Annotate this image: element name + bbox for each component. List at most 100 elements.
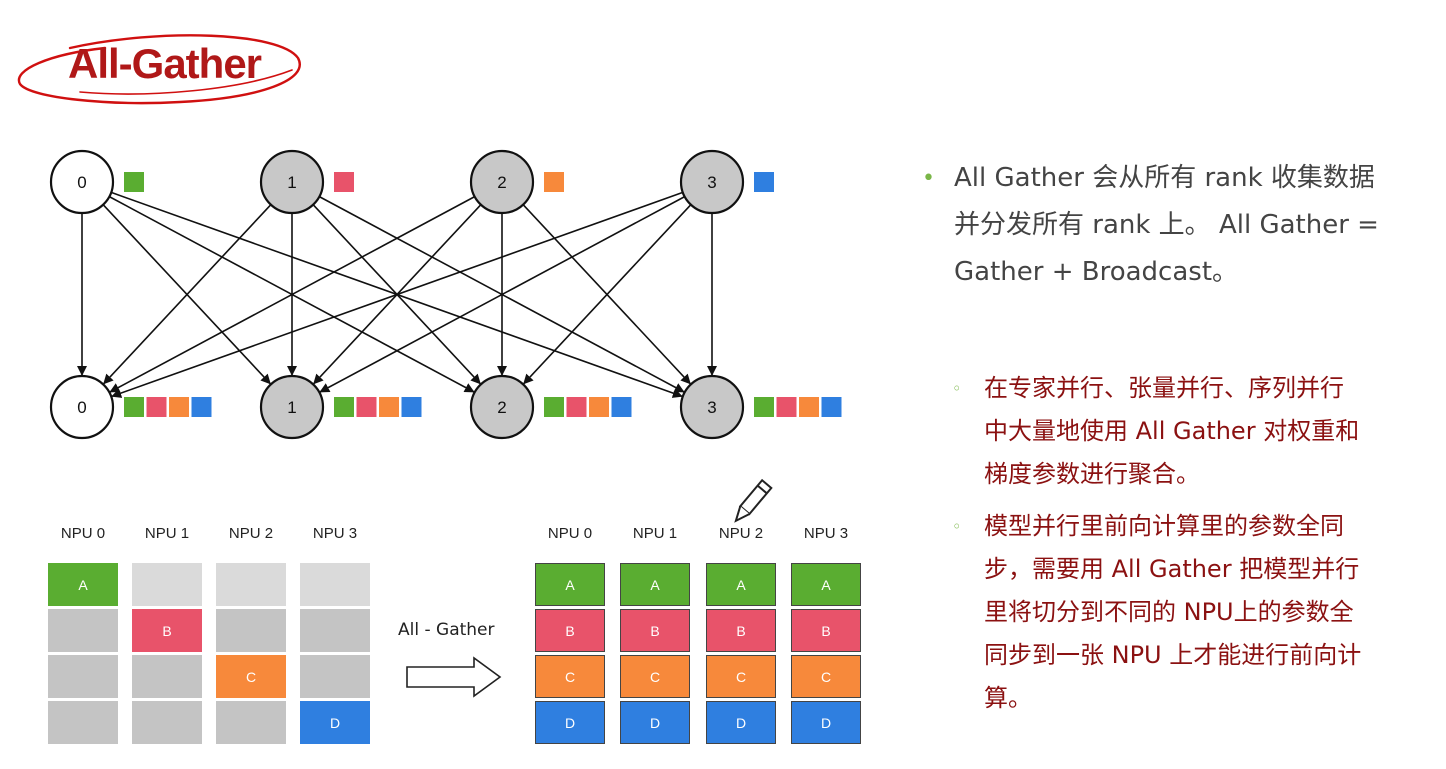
npu-cell: C <box>216 655 286 698</box>
npu-cell: A <box>535 563 605 606</box>
data-chunk-red <box>334 172 354 192</box>
npu-cell: B <box>791 609 861 652</box>
npu-cell: A <box>620 563 690 606</box>
npu-cell: D <box>791 701 861 744</box>
npu-header: NPU 3 <box>803 525 849 542</box>
sub-bullet-2: ◦ 模型并行里前向计算里的参数全同 步，需要用 All Gather 把模型并行… <box>952 505 1422 720</box>
top-node-1 <box>259 149 325 215</box>
sub-bullet-line: 同步到一张 NPU 上才能进行前向计 <box>984 641 1362 669</box>
npu-cell <box>300 563 370 606</box>
npu-cell: A <box>706 563 776 606</box>
sub-bullet-marker: ◦ <box>952 517 962 536</box>
main-bullet-line: All Gather 会从所有 rank 收集数据 <box>954 163 1375 193</box>
graph-edge <box>109 195 476 393</box>
main-bullet-line: Gather + Broadcast。 <box>954 257 1239 287</box>
graph-edge <box>523 204 692 385</box>
npu-cell: D <box>620 701 690 744</box>
top-node-0 <box>49 149 115 215</box>
top-node-label: 1 <box>287 173 296 192</box>
data-chunk-green <box>754 397 774 417</box>
pen-cursor-icon <box>734 478 773 523</box>
bottom-node-1 <box>259 374 325 440</box>
npu-cell: B <box>132 609 202 652</box>
bottom-node-3 <box>679 374 745 440</box>
npu-cell: D <box>706 701 776 744</box>
top-node-2 <box>469 149 535 215</box>
title-circle-annotation <box>17 34 301 105</box>
npu-cell <box>48 609 118 652</box>
data-chunk-blue <box>611 397 632 417</box>
npu-header: NPU 2 <box>718 525 764 542</box>
npu-header: NPU 1 <box>632 525 678 542</box>
top-node-label: 0 <box>77 173 86 192</box>
data-chunk-blue <box>191 397 212 417</box>
npu-cell <box>300 609 370 652</box>
top-node-3 <box>679 149 745 215</box>
main-bullet: All Gather 会从所有 rank 收集数据 并分发所有 rank 上。 … <box>920 155 1440 296</box>
sub-bullet-marker: ◦ <box>952 379 962 398</box>
data-chunk-red <box>566 397 587 417</box>
top-node-label: 2 <box>497 173 506 192</box>
npu-header: NPU 2 <box>228 525 274 542</box>
npu-cell: B <box>706 609 776 652</box>
npu-cell: B <box>620 609 690 652</box>
npu-cell <box>216 563 286 606</box>
sub-bullet-line: 算。 <box>984 684 1032 712</box>
npu-cell <box>132 701 202 744</box>
sub-bullet-line: 中大量地使用 All Gather 对权重和 <box>984 417 1360 445</box>
sub-bullet-1: ◦ 在专家并行、张量并行、序列并行 中大量地使用 All Gather 对权重和… <box>952 367 1422 496</box>
npu-cell <box>48 655 118 698</box>
npu-header: NPU 0 <box>60 525 106 542</box>
bottom-node-label: 2 <box>497 398 506 417</box>
data-chunk-blue <box>821 397 842 417</box>
sub-bullet-line: 步，需要用 All Gather 把模型并行 <box>984 555 1360 583</box>
graph-edges <box>77 191 717 398</box>
data-chunk-green <box>544 397 564 417</box>
explanation-panel: All Gather 会从所有 rank 收集数据 并分发所有 rank 上。 … <box>920 155 1440 712</box>
data-chunk-red <box>146 397 167 417</box>
npu-cell <box>48 701 118 744</box>
npu-header: NPU 3 <box>312 525 358 542</box>
data-chunk-blue <box>754 172 774 192</box>
data-chunk-blue <box>401 397 422 417</box>
data-chunk-red <box>356 397 377 417</box>
graph-edge <box>111 191 684 398</box>
main-bullet-line: 并分发所有 rank 上。 All Gather = <box>954 210 1379 240</box>
data-chunk-orange <box>544 172 564 192</box>
npu-cell <box>132 563 202 606</box>
page-title: All-Gather <box>68 40 262 87</box>
right-arrow-icon <box>406 656 502 698</box>
data-chunk-orange <box>799 397 819 417</box>
bottom-node-0 <box>49 374 115 440</box>
bottom-node-2 <box>469 374 535 440</box>
npu-cell: B <box>535 609 605 652</box>
data-chunk-orange <box>379 397 399 417</box>
npu-header: NPU 1 <box>144 525 190 542</box>
npu-cell <box>216 701 286 744</box>
graph-edge <box>319 195 686 393</box>
sub-bullet-line: 模型并行里前向计算里的参数全同 <box>984 512 1344 540</box>
sub-bullet-line: 里将切分到不同的 NPU上的参数全 <box>984 598 1354 626</box>
npu-cell: D <box>300 701 370 744</box>
sub-bullet-line: 梯度参数进行聚合。 <box>984 460 1200 488</box>
bottom-node-label: 1 <box>287 398 296 417</box>
sub-bullet-line: 在专家并行、张量并行、序列并行 <box>984 374 1344 402</box>
title-area: All-Gather <box>10 18 310 118</box>
npu-cell: C <box>620 655 690 698</box>
data-chunk-green <box>124 397 144 417</box>
npu-cell: C <box>791 655 861 698</box>
bottom-node-label: 3 <box>707 398 716 417</box>
npu-cell: A <box>791 563 861 606</box>
operation-label: All - Gather <box>398 620 495 640</box>
npu-cell: C <box>706 655 776 698</box>
npu-cell <box>132 655 202 698</box>
npu-header: NPU 0 <box>547 525 593 542</box>
npu-cell: A <box>48 563 118 606</box>
data-chunk-orange <box>589 397 609 417</box>
data-chunk-green <box>124 172 144 192</box>
data-chunk-green <box>334 397 354 417</box>
data-chunk-orange <box>169 397 189 417</box>
